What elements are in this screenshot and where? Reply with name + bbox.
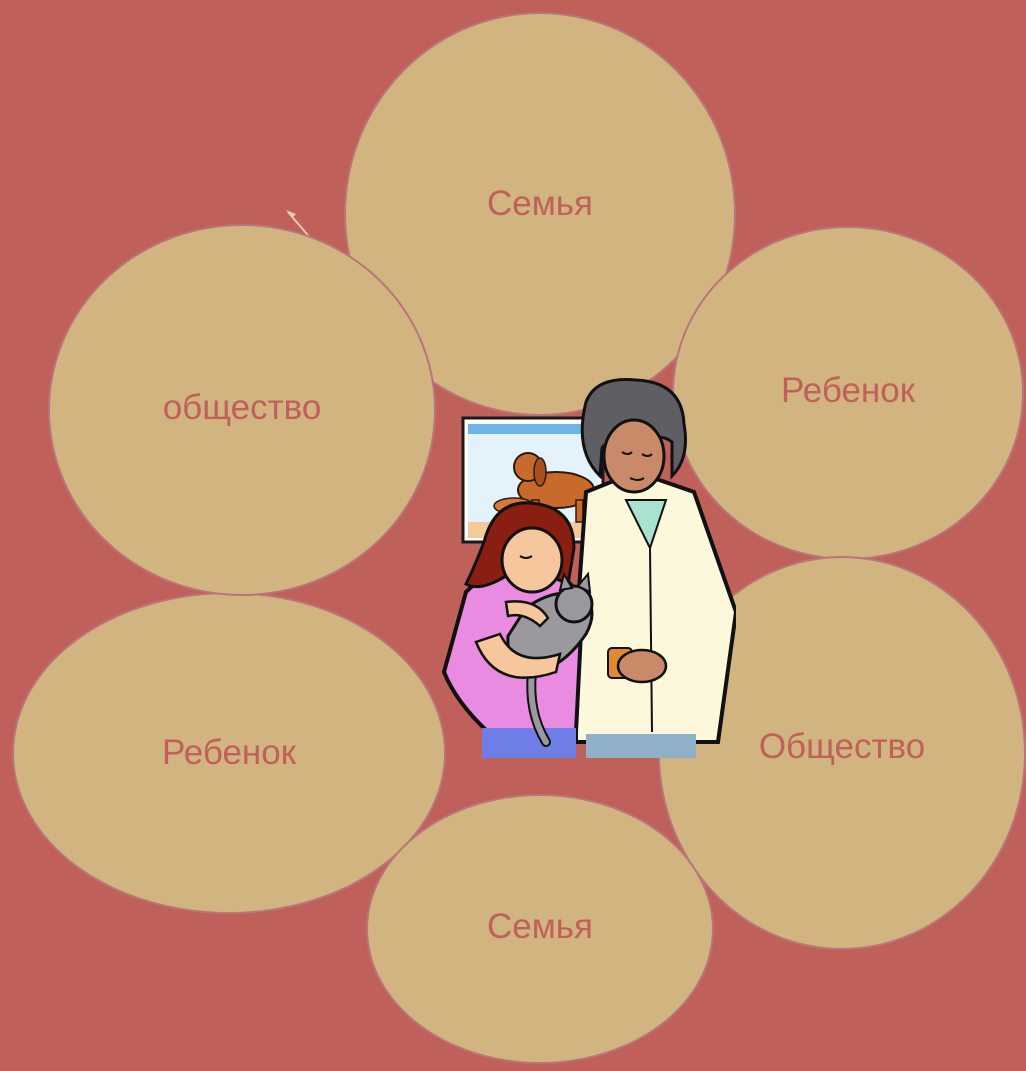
vet-clipart-image [441,377,736,758]
petal-label: Семья [487,184,593,223]
petal-label: общество [162,388,322,427]
petal-label: Общество [758,727,926,766]
petal-child-left: Ребенок [12,592,446,914]
petal-society-left: общество [48,224,436,596]
petal-label: Ребенок [161,733,297,772]
petal-family-bottom: Семья [366,794,714,1064]
vet-illustration [436,372,736,762]
petal-label: Семья [487,907,593,946]
petal-child-right: Ребенок [672,226,1024,560]
petal-label: Ребенок [780,371,916,410]
